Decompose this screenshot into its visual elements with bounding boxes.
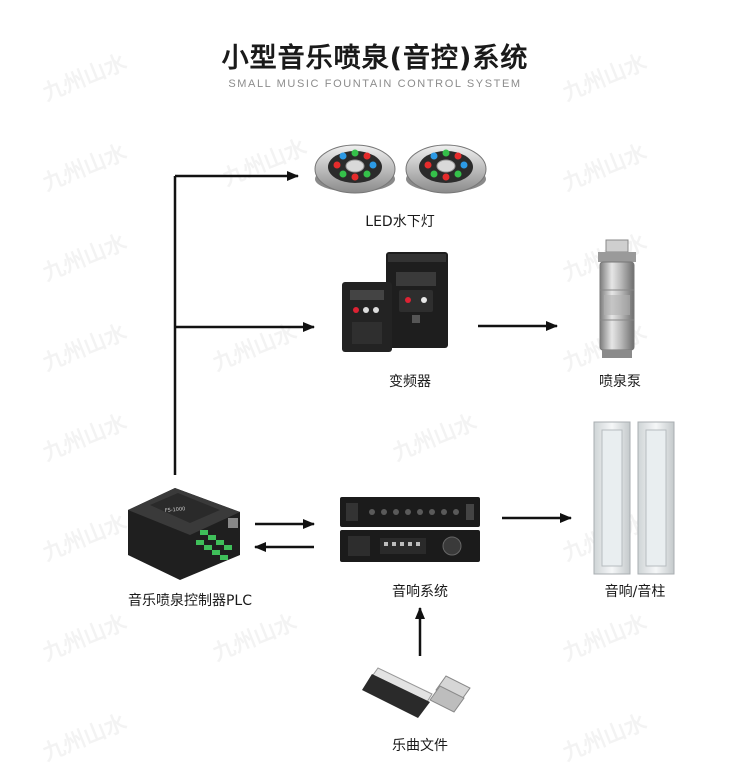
connector-lines [173, 171, 572, 656]
page-subtitle: SMALL MUSIC FOUNTAIN CONTROL SYSTEM [228, 78, 522, 90]
audio-system-label: 音响系统 [392, 584, 448, 600]
usb-drive-icon [362, 667, 471, 718]
plc-controller-icon: FS-1000 [128, 488, 240, 580]
fountain-pump-label: 喷泉泵 [599, 374, 641, 390]
inverter-icon [342, 252, 448, 352]
inverter-label: 变频器 [389, 374, 431, 390]
fountain-pump-icon [598, 239, 636, 358]
audio-system-icon [340, 497, 480, 562]
led-light-label: LED水下灯 [365, 214, 435, 230]
page-title: 小型音乐喷泉(音控)系统 [221, 43, 529, 74]
speaker-columns-icon [593, 421, 675, 575]
led-light-icon [314, 144, 487, 194]
music-files-label: 乐曲文件 [392, 738, 448, 754]
plc-device-text: FS-1000 [165, 506, 186, 514]
speakers-label: 音响/音柱 [604, 584, 666, 600]
plc-label: 音乐喷泉控制器PLC [127, 593, 253, 609]
